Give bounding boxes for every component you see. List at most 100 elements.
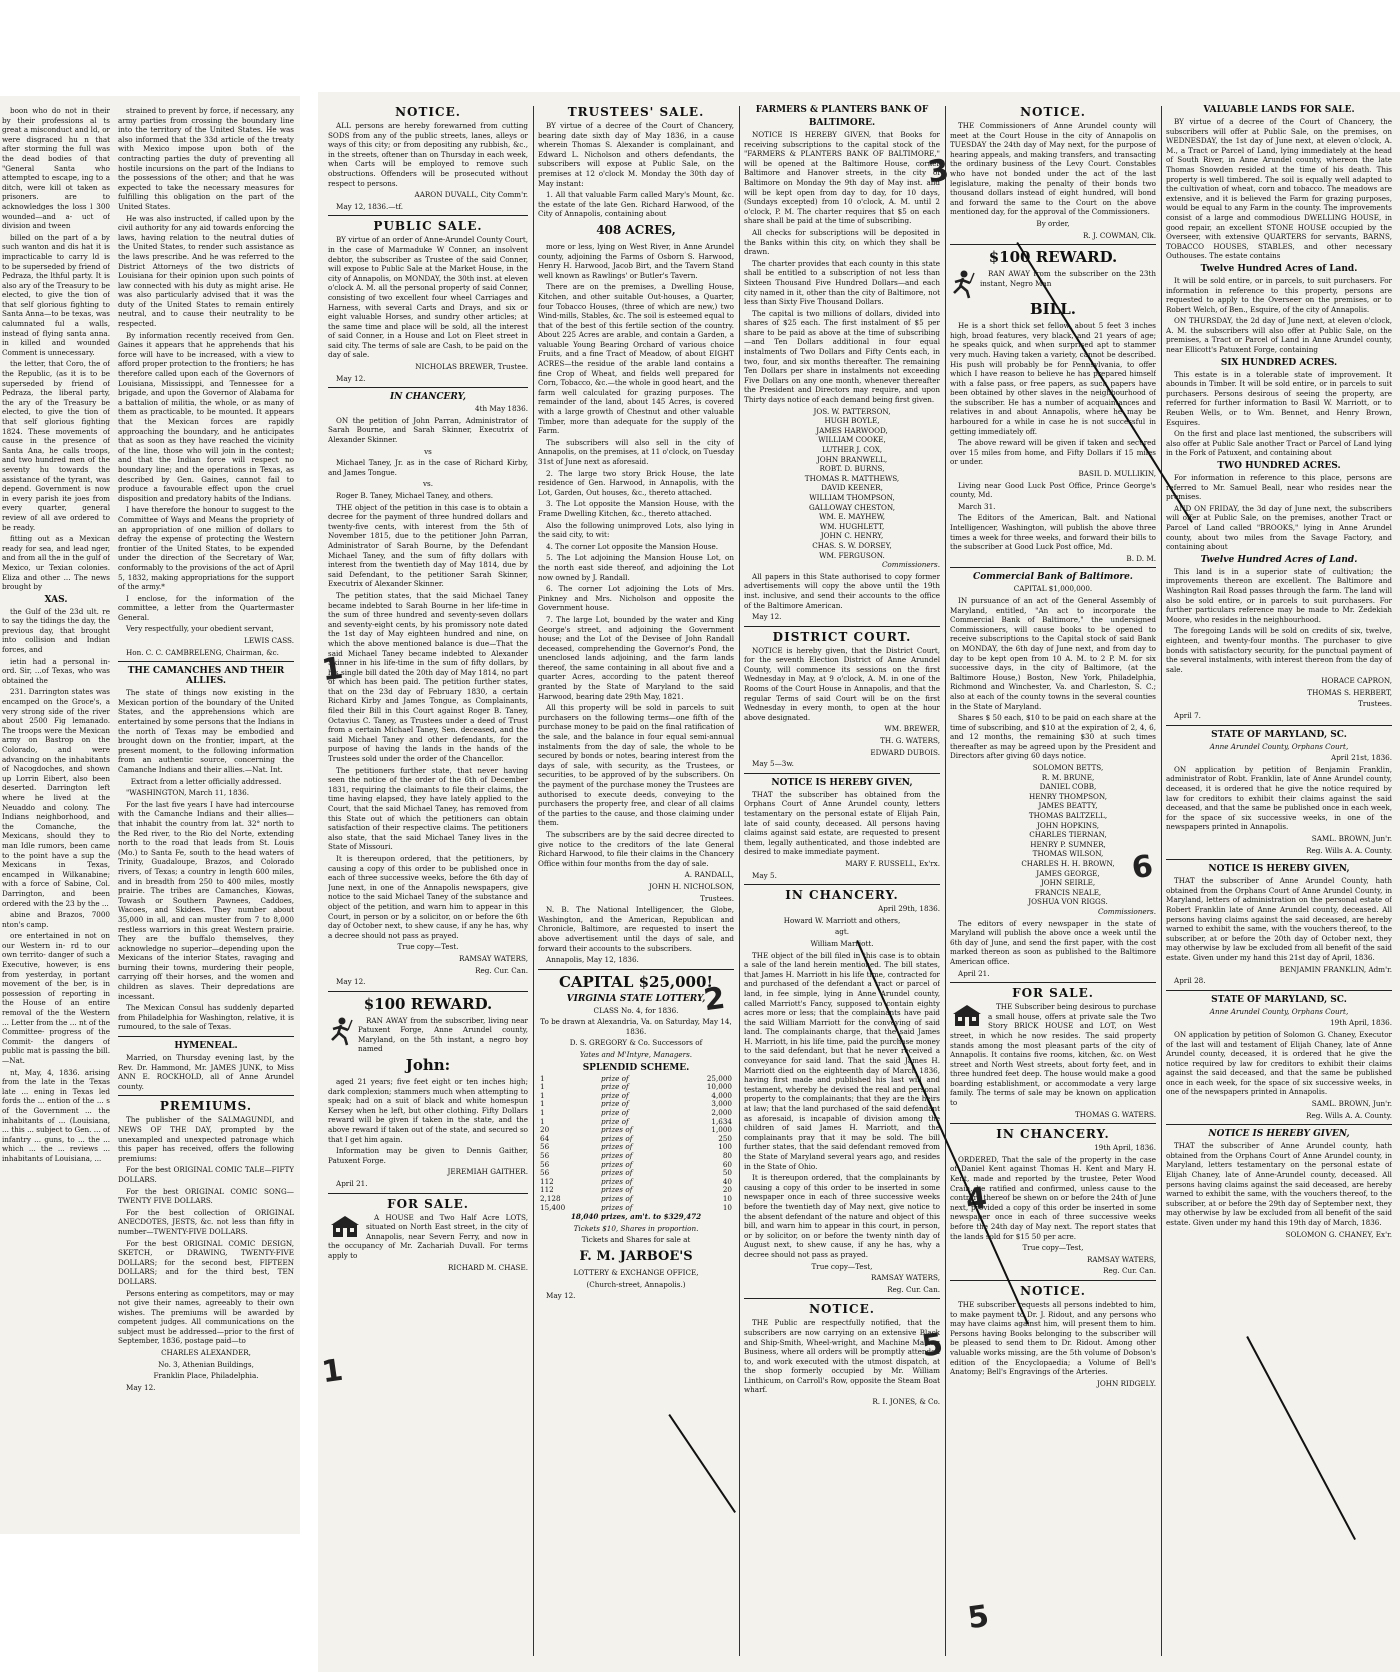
paragraph: THAT the subscriber of Anne Arundel Coun…	[1166, 876, 1392, 962]
headline: Commercial Bank of Baltimore.	[973, 572, 1133, 583]
paragraph: For the last five years I have had inter…	[118, 799, 294, 1001]
signature-role: Trustees.	[1358, 699, 1392, 709]
prize-count: 1	[540, 1099, 545, 1109]
paragraph: THE object of the petition in this case …	[328, 502, 528, 589]
commissioner-name: HENRY P. SUMNER,	[1030, 839, 1106, 849]
date-mark: May 12.	[546, 1291, 576, 1301]
prize-label: prize of	[601, 1073, 629, 1083]
signature-role: Reg. Wills A. A. County.	[1306, 845, 1392, 855]
paragraph: There are on the premises, a Dwelling Ho…	[538, 282, 734, 436]
column-rule	[950, 244, 1156, 246]
paragraph: Shares $ 50 each, $10 to be paid on each…	[950, 713, 1156, 761]
runaway-name: BILL.	[1029, 300, 1076, 319]
paragraph: BY virtue of an order of Anne-Arundel Co…	[328, 235, 528, 360]
column-rule	[744, 772, 940, 774]
headline: NOTICE IS HEREBY GIVEN,	[1208, 1129, 1350, 1140]
paragraph: Tickets and Shares for sale at	[581, 1235, 691, 1245]
paragraph: Extract from a letter officially address…	[130, 776, 282, 786]
paragraph: Married, on Thursday evening last, by th…	[118, 1053, 294, 1091]
paragraph: ON THURSDAY, the 2d day of June next, at…	[1166, 316, 1392, 355]
prize-label: prizes of	[601, 1151, 633, 1160]
prize-count: 56	[540, 1159, 550, 1169]
paragraph: The petitioners further state, that neve…	[328, 765, 528, 852]
headline: FARMERS & PLANTERS BANK OF	[755, 105, 929, 115]
commissioner-name: FRANCIS NEALE,	[1034, 887, 1102, 897]
paragraph: Tickets $10, Shares in proportion.	[573, 1223, 699, 1233]
paragraph: For the best collection of ORIGINAL ANEC…	[118, 1207, 294, 1236]
headline: PUBLIC SALE.	[373, 219, 483, 234]
commissioner-name: SOLOMON BETTS,	[1032, 763, 1104, 773]
paragraph: The state of things now existing in the …	[118, 688, 294, 774]
headline: NOTICE.	[1020, 105, 1086, 119]
prize-amount: 3,000	[711, 1099, 732, 1109]
prize-amount: 100	[718, 1142, 732, 1152]
commissioner-name: WILLIAM THOMPSON,	[809, 492, 895, 502]
signature: CHARLES ALEXANDER,	[161, 1348, 251, 1358]
column-rule	[950, 567, 1156, 569]
paragraph: The Editors of the American, Balt. and N…	[950, 513, 1156, 552]
column-rule	[950, 982, 1156, 984]
paragraph: 2. The large two story Brick House, the …	[538, 468, 734, 497]
paragraph: vs.	[422, 479, 434, 489]
prize-count: 1	[540, 1108, 545, 1118]
paragraph: True copy—Test.	[397, 942, 459, 952]
paragraph: This estate is in a tolerable state of i…	[1166, 369, 1392, 427]
date-mark: May 12.	[336, 977, 366, 987]
prize-amount: 20	[722, 1185, 732, 1195]
paragraph: True copy—Test,	[1022, 1243, 1084, 1253]
headline: CAPITAL $25,000!	[558, 972, 714, 991]
commissioner-name: HENRY THOMPSON,	[1028, 791, 1108, 801]
paragraph: 1. All that valuable Farm called Mary's …	[538, 190, 734, 219]
date-mark: May 12, 1836.—tf.	[336, 201, 404, 211]
paragraph: aged 21 years; five feet eight or ten in…	[328, 1077, 528, 1144]
signature: SAML. BROWN, Jun'r.	[1311, 834, 1392, 843]
signature-role: Reg. Cur. Can.	[475, 965, 528, 975]
address-line: Franklin Place, Philadelphia.	[153, 1371, 259, 1381]
prize-label: prizes of	[601, 1142, 633, 1152]
column-rule	[118, 661, 294, 663]
paragraph: THE object of the bill filed in this cas…	[744, 950, 940, 1171]
prize-amount: 60	[722, 1159, 732, 1169]
paragraph: Living near Good Luck Post Office, Princ…	[950, 480, 1156, 500]
prize-label: prizes of	[601, 1176, 633, 1186]
commissioner-name: JAMES GEORGE,	[1036, 868, 1100, 878]
paragraph: ON application by petition of Solomon G.…	[1166, 1029, 1392, 1097]
handwritten-annotation: 3	[925, 152, 952, 191]
paragraph: RAN AWAY from the subscriber on the 23th…	[980, 269, 1156, 288]
column-rule	[1166, 859, 1392, 861]
prize-count: 56	[540, 1151, 550, 1160]
headline: IN CHANCERY.	[996, 1127, 1110, 1142]
right-page: NOTICE. ALL persons are hereby forewarne…	[318, 92, 1400, 1672]
paragraph: The petition states, that the said Micha…	[328, 590, 528, 764]
acreage: 408 ACRES,	[596, 222, 676, 237]
acreage: SIX HUNDRED ACRES.	[1220, 357, 1338, 368]
paragraph: "WASHINGTON, March 11, 1836.	[126, 788, 249, 798]
paragraph: ORDERED, That the sale of the property i…	[950, 1154, 1156, 1241]
prize-label: prize of	[601, 1108, 629, 1118]
signature: A. RANDALL,	[684, 870, 734, 880]
headline: XAS.	[44, 594, 68, 605]
paragraph: True copy—Test,	[811, 1261, 873, 1271]
headline: NOTICE.	[395, 105, 461, 119]
acreage: Twelve Hundred Acres of Land.	[1200, 554, 1358, 565]
signature-role: Reg. Wills A. A. County.	[1306, 1110, 1392, 1120]
headline: IN CHANCERY,	[389, 392, 467, 403]
headline: TRUSTEES' SALE.	[567, 105, 705, 119]
signature: SOLOMON G. CHANEY, Ex'r.	[1285, 1229, 1392, 1239]
prize-count: 1	[540, 1090, 545, 1100]
commissioner-name: HUGH BOYLE,	[824, 416, 880, 426]
column-separator	[533, 106, 534, 1656]
commissioner-name: JAMES HARWOOD,	[816, 425, 888, 435]
paragraph: THAT the subscriber of Anne Arundel coun…	[1166, 1141, 1392, 1227]
date-mark: 19th April, 1836.	[1094, 1143, 1156, 1153]
prize-count: 20	[540, 1125, 550, 1135]
paragraph: strained to prevent by force, if necessa…	[118, 106, 294, 211]
